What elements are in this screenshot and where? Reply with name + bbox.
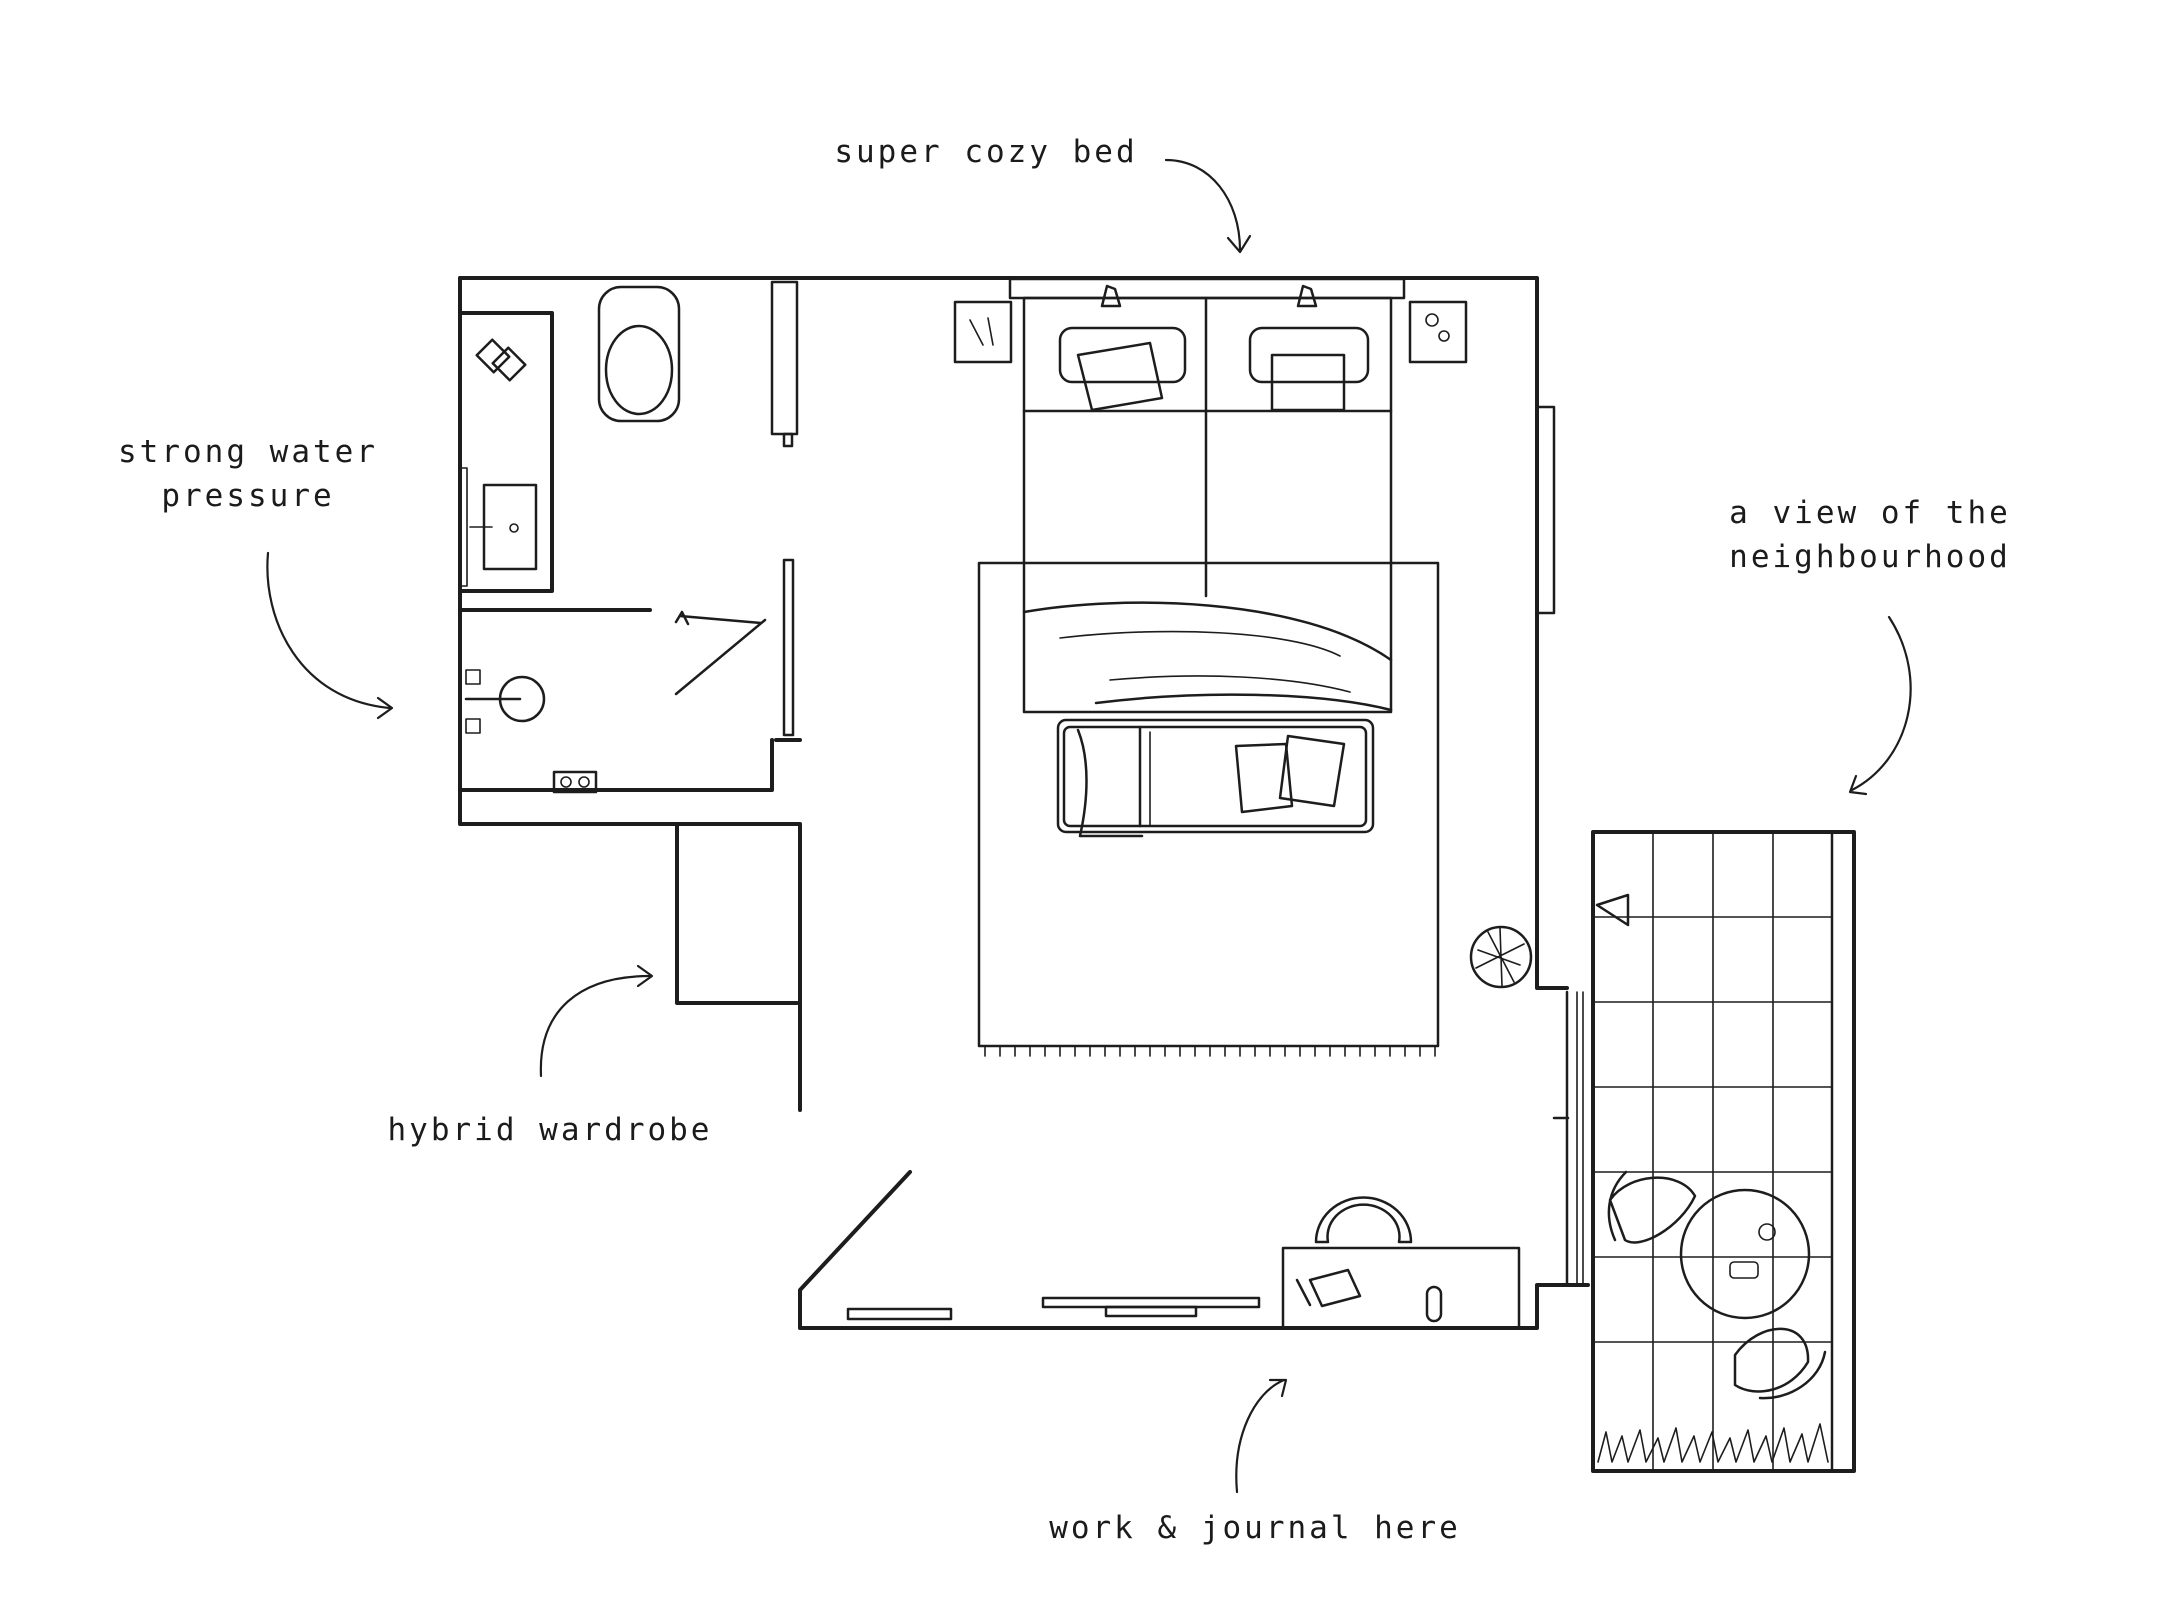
desk-area	[846, 1196, 1521, 1330]
bathroom	[460, 285, 767, 794]
annotation-water-pressure: strong water pressure	[118, 434, 378, 514]
bedroom	[953, 277, 1533, 1057]
annotation-neighbourhood-view: a view of the neighbourhood	[1729, 495, 2011, 575]
annotation-wardrobe: hybrid wardrobe	[387, 1112, 713, 1148]
annotation-bed: super cozy bed	[834, 134, 1138, 170]
annotation-work-journal: work & journal here	[1049, 1510, 1461, 1546]
balcony	[1552, 830, 1856, 1473]
walls	[458, 276, 1590, 1330]
annotation-arrows	[266, 158, 1912, 1494]
